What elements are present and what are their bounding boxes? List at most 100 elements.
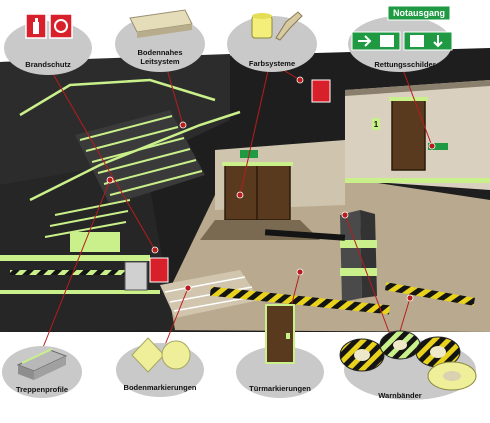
wall-fire-equipment xyxy=(124,79,331,291)
label-warnbaender: Warnbänder xyxy=(378,391,422,400)
callout-tuermarkierungen: Türmarkierungen xyxy=(236,304,324,398)
callout-rettungsschilder: Notausgang Rettungsschilder xyxy=(348,5,453,72)
stair-profile-side xyxy=(34,356,66,380)
right-door-panel xyxy=(391,99,426,171)
label-bodenmarkierungen: Bodenmarkierungen xyxy=(124,383,197,392)
callout-dot xyxy=(179,121,187,129)
tape-roll-core xyxy=(354,349,370,361)
exit-door-glyph-2 xyxy=(410,35,424,47)
lower-step-1 xyxy=(54,199,131,216)
lower-fire-sign xyxy=(149,257,169,283)
stair-profile-front xyxy=(18,365,34,380)
stair-nosing-5 xyxy=(103,159,197,185)
label-leitsystem: Leitsystem xyxy=(140,57,180,66)
callout-dot xyxy=(341,211,349,219)
paint-brush-icon xyxy=(275,11,303,41)
right-wall-glow-strip xyxy=(345,178,490,183)
callout-line-leitsystem xyxy=(164,61,184,126)
callout-dot xyxy=(236,191,244,199)
paint-can-lid xyxy=(252,13,272,19)
floor-marking-line xyxy=(264,229,346,241)
upper-handrail xyxy=(19,78,216,117)
glow-floor-strip xyxy=(0,255,150,261)
notausgang-text: Notausgang xyxy=(393,8,445,18)
tape-roll-core xyxy=(393,340,407,350)
arrow-down-icon xyxy=(433,35,443,48)
lower-handrail xyxy=(29,110,241,202)
glow-base-strip xyxy=(0,290,160,294)
floor-number-sign xyxy=(372,118,380,130)
fire-hose-cabinet xyxy=(124,261,148,291)
label-treppenprofile: Treppenprofile xyxy=(16,385,68,394)
stair-nosing-1 xyxy=(79,115,173,141)
callout-disc xyxy=(236,346,324,398)
running-man-arrow-icon xyxy=(358,35,372,47)
ceiling-edge xyxy=(345,80,490,96)
glow-hazard-strip xyxy=(10,270,130,275)
floor-hazard-stripe-right xyxy=(384,282,476,306)
paint-can-icon xyxy=(251,15,273,39)
callout-bodenmarkierungen: Bodenmarkierungen xyxy=(116,337,204,397)
callout-dots xyxy=(106,76,436,302)
pillar-glow-band-2 xyxy=(340,268,377,276)
callout-brandschutz: Brandschutz xyxy=(4,13,92,75)
label-brandschutz: Brandschutz xyxy=(25,60,71,69)
stair-nosing-2 xyxy=(85,126,179,152)
tape-roll-4 xyxy=(427,361,477,391)
callout-dot xyxy=(296,76,304,84)
tape-roll-core xyxy=(430,346,446,358)
callout-line-bodenmarkierungen xyxy=(164,287,189,346)
pillar-glow-band xyxy=(340,240,377,248)
central-door-glow-frame xyxy=(222,162,293,166)
tape-roll-2 xyxy=(379,330,421,360)
tape-roll-3 xyxy=(415,336,461,368)
floor-hazard-stripe xyxy=(209,286,390,315)
label-farbsysteme: Farbsysteme xyxy=(249,59,295,68)
glow-wall-panel xyxy=(70,232,120,252)
callout-line-warnbaender-1 xyxy=(344,214,396,349)
right-door: 1 xyxy=(345,97,490,183)
lower-step-3 xyxy=(44,221,127,238)
tape-roll-core xyxy=(443,371,461,381)
callout-line-farbsysteme-2 xyxy=(239,61,271,196)
floor-marking-circle-icon xyxy=(161,340,191,370)
label-rettungsschilder: Rettungsschilder xyxy=(374,60,435,69)
hose-reel-glyph xyxy=(54,19,68,33)
callout-leitsystem: Bodennahes Leitsystem xyxy=(115,9,205,72)
notausgang-sign xyxy=(387,5,451,21)
callout-dot xyxy=(428,142,436,150)
wall-extinguisher-sign xyxy=(311,79,331,103)
landing-step-1 xyxy=(164,276,246,293)
callout-dot xyxy=(406,294,414,302)
callout-treppenprofile: Treppenprofile xyxy=(2,346,82,398)
extinguisher-glyph xyxy=(33,18,39,34)
floor-number-text: 1 xyxy=(374,120,379,129)
label-tuermarkierungen: Türmarkierungen xyxy=(249,384,311,393)
callout-disc xyxy=(227,16,317,72)
scene: 1 xyxy=(0,48,490,332)
fire-hose-sign-icon xyxy=(49,13,73,39)
label-bodennahes: Bodennahes xyxy=(137,48,182,57)
callout-dot xyxy=(184,284,192,292)
leitsystem-strip-edge xyxy=(137,24,192,38)
pillar xyxy=(340,210,377,302)
callout-dot xyxy=(151,246,159,254)
callout-line-brandschutz xyxy=(44,59,156,251)
exit-door-glyph xyxy=(380,35,394,47)
callout-line-rettungsschilder xyxy=(399,61,433,147)
callout-farbsysteme: Farbsysteme xyxy=(227,11,317,72)
callout-dot xyxy=(106,176,114,184)
right-door-glow-frame xyxy=(389,97,428,101)
lower-step-2 xyxy=(49,210,129,227)
stair-nosing-6 xyxy=(109,170,203,196)
tape-roll-1 xyxy=(339,338,385,372)
stair-nosing-4 xyxy=(97,148,191,174)
stair-profile-glow xyxy=(21,348,53,364)
door-handle-glow xyxy=(286,333,290,339)
callout-warnbaender: Warnbänder xyxy=(339,330,477,400)
pillar-body xyxy=(340,210,362,302)
right-exit-sign xyxy=(428,143,448,150)
callout-line-treppenprofile xyxy=(39,179,111,356)
